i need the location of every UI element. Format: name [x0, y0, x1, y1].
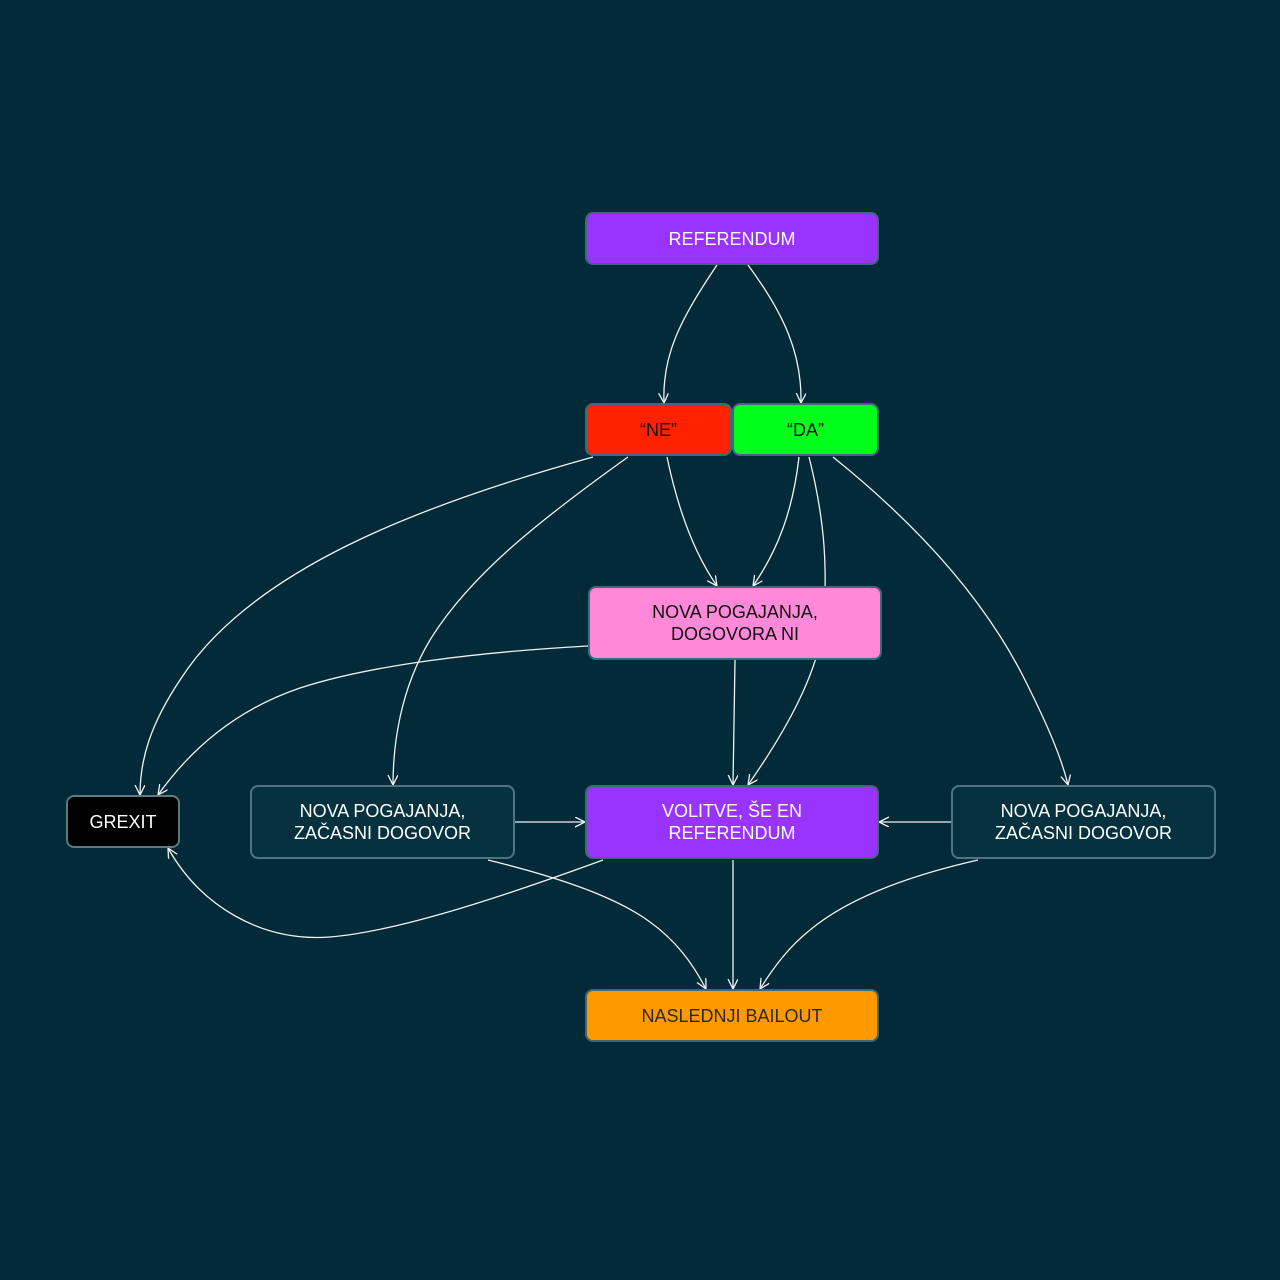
- edge-da-to-nova: [753, 456, 800, 586]
- edge-referendum-to-da: [747, 264, 801, 403]
- node-label-line-2: ZAČASNI DOGOVOR: [293, 823, 472, 843]
- node-label: NASLEDNJI BAILOUT: [641, 1005, 823, 1026]
- node-elections-referendum[interactable]: VOLITVE, ŠE EN REFERENDUM: [585, 785, 879, 859]
- node-label-line-2: ZAČASNI DOGOVOR: [994, 823, 1173, 843]
- node-label-line-2: REFERENDUM: [668, 823, 796, 843]
- node-label-line-1: NOVA POGAJANJA,: [1000, 801, 1167, 821]
- node-interim-deal-left[interactable]: NOVA POGAJANJA, ZAČASNI DOGOVOR: [250, 785, 515, 859]
- node-label: GREXIT: [89, 811, 157, 832]
- node-ne[interactable]: “NE”: [585, 403, 732, 456]
- edge-referendum-to-ne: [664, 264, 718, 403]
- node-grexit[interactable]: GREXIT: [66, 795, 180, 848]
- edge-ne-to-nova: [666, 456, 717, 586]
- edge-interim-right-to-bailout: [760, 859, 979, 989]
- node-referendum[interactable]: REFERENDUM: [585, 212, 879, 265]
- edge-ne-to-interim-left: [393, 456, 629, 785]
- edge-da-to-interim-right: [832, 456, 1068, 785]
- node-label-line-2: DOGOVORA NI: [670, 624, 800, 644]
- node-nova-pogajanja-dogovora-ni[interactable]: NOVA POGAJANJA, DOGOVORA NI: [588, 586, 882, 660]
- edge-interim-left-to-bailout: [487, 859, 706, 989]
- edge-ne-to-grexit: [140, 456, 594, 795]
- node-label-line-1: VOLITVE, ŠE EN: [661, 801, 803, 821]
- node-label-line-1: NOVA POGAJANJA,: [652, 602, 818, 622]
- node-label: “DA”: [787, 419, 824, 440]
- node-da[interactable]: “DA”: [732, 403, 879, 456]
- node-interim-deal-right[interactable]: NOVA POGAJANJA, ZAČASNI DOGOVOR: [951, 785, 1216, 859]
- node-next-bailout[interactable]: NASLEDNJI BAILOUT: [585, 989, 879, 1042]
- node-label-group: NOVA POGAJANJA, DOGOVORA NI: [652, 601, 818, 645]
- node-label-group: NOVA POGAJANJA, ZAČASNI DOGOVOR: [995, 800, 1172, 844]
- node-label-group: NOVA POGAJANJA, ZAČASNI DOGOVOR: [294, 800, 471, 844]
- edge-elections-to-grexit: [168, 848, 604, 939]
- node-label-group: VOLITVE, ŠE EN REFERENDUM: [662, 800, 802, 844]
- edge-nova-to-grexit: [158, 645, 589, 795]
- node-label: REFERENDUM: [668, 228, 796, 249]
- node-label-line-1: NOVA POGAJANJA,: [299, 801, 466, 821]
- edge-nova-to-elections: [733, 659, 735, 785]
- node-label: “NE”: [640, 419, 677, 440]
